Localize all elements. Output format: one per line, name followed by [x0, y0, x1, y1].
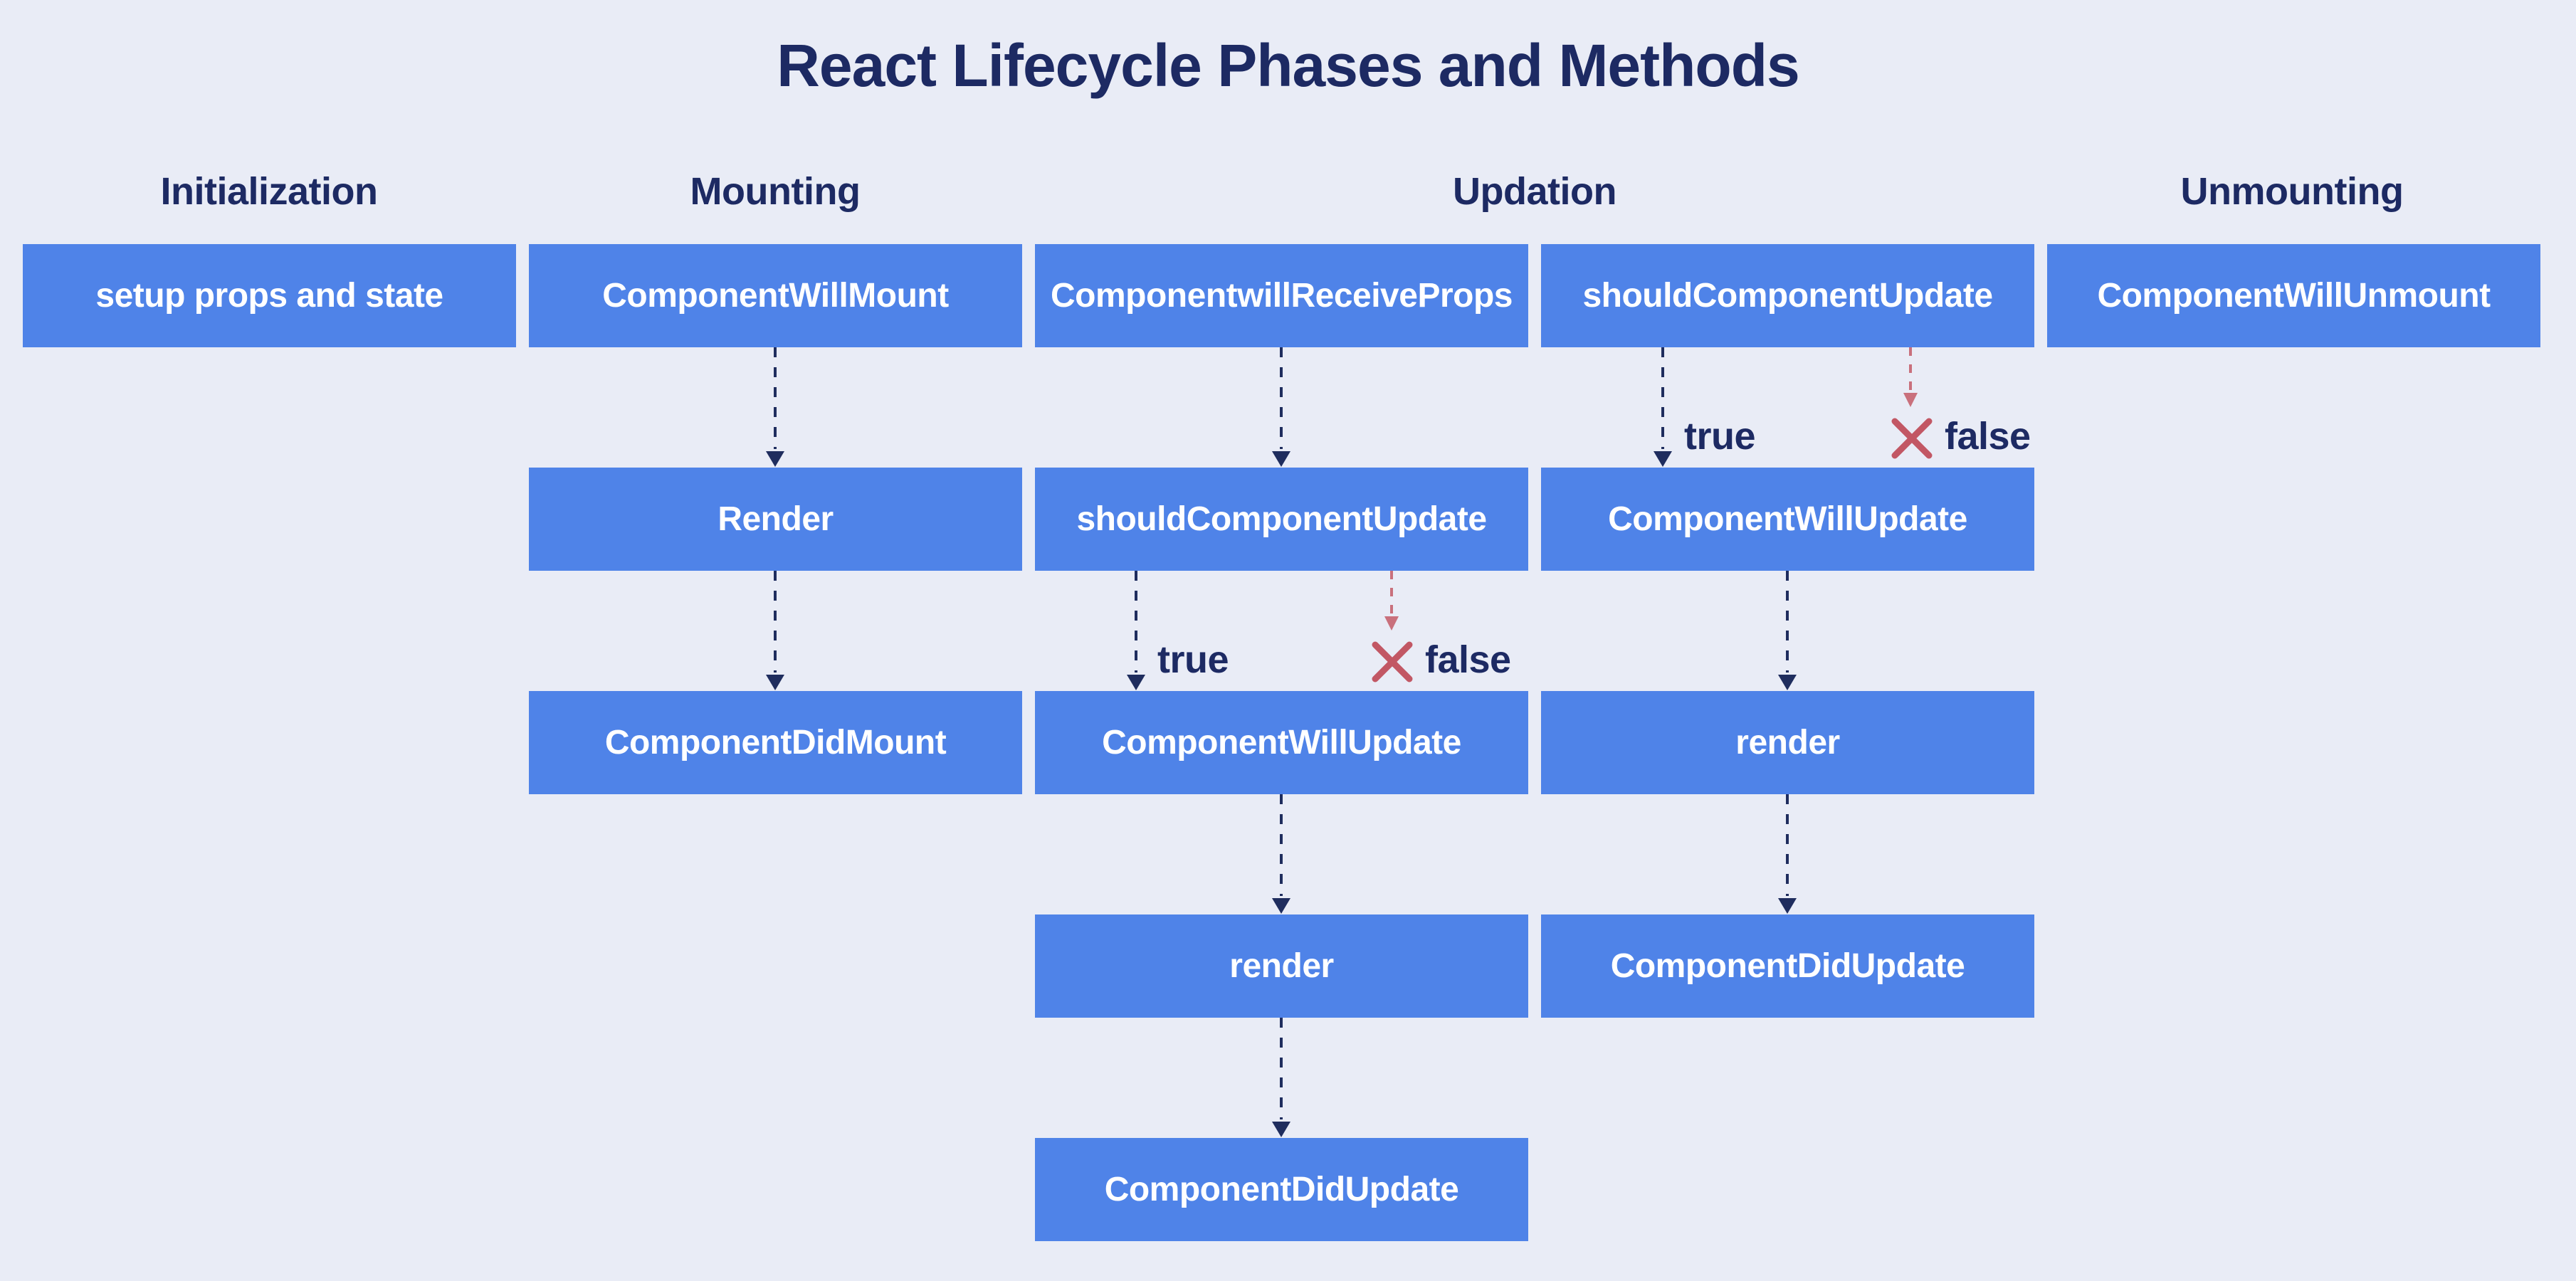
- flow-arrow-render-to-did-mount: [759, 571, 791, 691]
- node-render-mounting: Render: [529, 468, 1022, 571]
- arrow-down-icon: [1654, 347, 1672, 467]
- phase-header-mounting: Mounting: [690, 170, 861, 213]
- arrow-down-icon: [1903, 347, 1918, 407]
- true-label: true: [1684, 415, 1756, 458]
- true-label: true: [1157, 638, 1229, 681]
- arrow-down-icon: [766, 347, 784, 467]
- phase-header-updation: Updation: [1453, 170, 1616, 213]
- node-component-did-update-left: ComponentDidUpdate: [1035, 1138, 1528, 1241]
- node-render-left: render: [1035, 914, 1528, 1018]
- flow-arrow-receive-props-to-should-update: [1266, 347, 1297, 468]
- node-component-did-mount: ComponentDidMount: [529, 691, 1022, 794]
- node-render-right: render: [1541, 691, 2034, 794]
- flow-arrow-will-update-to-render-right: [1772, 571, 1803, 691]
- arrow-down-icon: [1272, 1018, 1290, 1137]
- node-component-did-update-right: ComponentDidUpdate: [1541, 914, 2034, 1018]
- phase-header-initialization: Initialization: [160, 170, 378, 213]
- cross-icon: [1890, 416, 1934, 460]
- false-branch-arrow-left: [1379, 571, 1404, 635]
- arrow-down-icon: [1272, 794, 1290, 914]
- arrow-down-icon: [1778, 571, 1797, 690]
- arrow-down-icon: [1778, 794, 1797, 914]
- arrow-down-icon: [1272, 347, 1290, 467]
- flow-arrow-will-update-to-render-left: [1266, 794, 1297, 914]
- false-label: false: [1945, 415, 2031, 458]
- flow-arrow-render-to-did-update-left: [1266, 1018, 1297, 1138]
- flow-arrow-render-to-did-update-right: [1772, 794, 1803, 914]
- false-branch-arrow-right: [1898, 347, 1923, 411]
- node-component-will-receive-props: ComponentwillReceiveProps: [1035, 244, 1528, 347]
- node-component-will-unmount: ComponentWillUnmount: [2047, 244, 2540, 347]
- diagram-title: React Lifecycle Phases and Methods: [777, 32, 1800, 99]
- node-should-component-update-mid: shouldComponentUpdate: [1035, 468, 1528, 571]
- arrow-down-icon: [766, 571, 784, 690]
- node-component-will-update-right: ComponentWillUpdate: [1541, 468, 2034, 571]
- false-label: false: [1425, 638, 1511, 681]
- arrow-down-icon: [1127, 571, 1145, 690]
- true-branch-arrow-left: [1120, 571, 1152, 691]
- cross-icon: [1370, 640, 1414, 684]
- phase-header-unmounting: Unmounting: [2180, 170, 2404, 213]
- node-component-will-update-left: ComponentWillUpdate: [1035, 691, 1528, 794]
- node-should-component-update-top: shouldComponentUpdate: [1541, 244, 2034, 347]
- node-setup-props-and-state: setup props and state: [23, 244, 516, 347]
- true-branch-arrow-right: [1647, 347, 1678, 468]
- flow-arrow-will-mount-to-render: [759, 347, 791, 468]
- arrow-down-icon: [1384, 571, 1399, 631]
- node-component-will-mount: ComponentWillMount: [529, 244, 1022, 347]
